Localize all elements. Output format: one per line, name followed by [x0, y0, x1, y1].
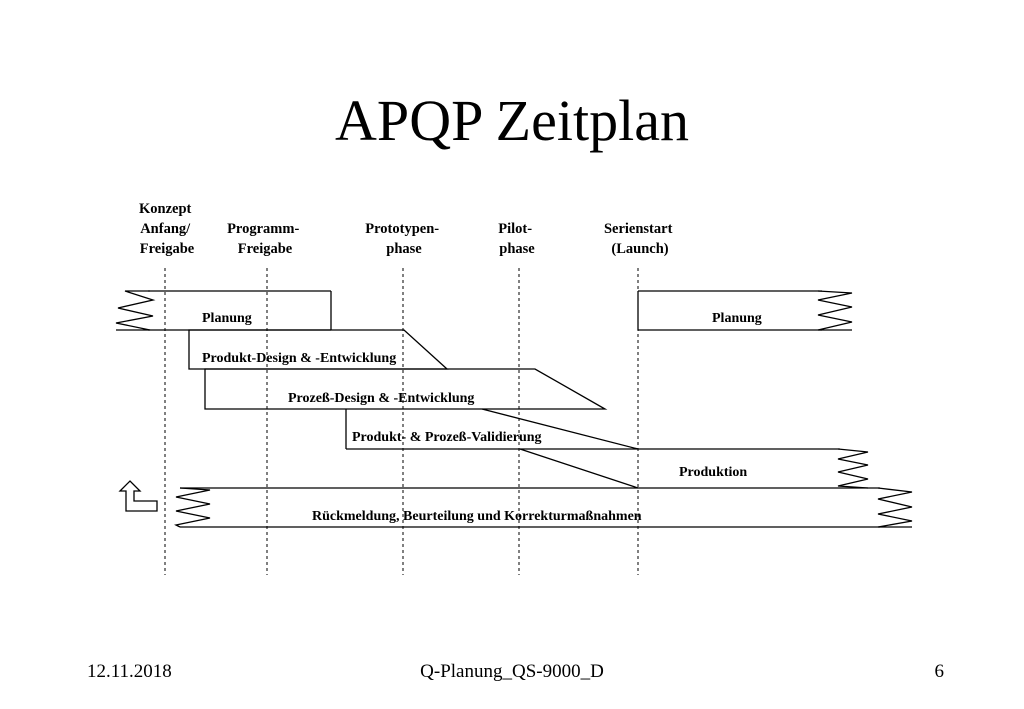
- phase-label-rueckmeldung: Rückmeldung, Beurteilung und Korrekturma…: [312, 509, 642, 524]
- phase-bar-rueckmeldung: [174, 487, 913, 528]
- phase-bar-produktion: [519, 448, 869, 489]
- phase-bar-prozess-design: [204, 368, 608, 410]
- milestone-label-pilot: Pilot- phase: [498, 221, 535, 257]
- phase-label-prozess-design: Prozeß-Design & -Entwicklung: [288, 391, 474, 406]
- zigzag-break-icon: [817, 290, 853, 331]
- footer-date: 12.11.2018: [87, 661, 172, 682]
- phase-label-planung-2: Planung: [712, 311, 762, 326]
- zigzag-break-icon: [174, 487, 211, 528]
- milestone-label-prototypen: Prototypen- phase: [365, 221, 442, 257]
- phase-bar-validierung: [345, 408, 639, 450]
- footer-page-number: 6: [934, 661, 945, 682]
- zigzag-break-icon: [877, 487, 913, 528]
- footer-title: Q-Planung_QS-9000_D: [420, 661, 604, 682]
- milestone-label-programm: Programm- Freigabe: [227, 221, 303, 257]
- phase-label-validierung: Produkt- & Prozeß-Validierung: [352, 430, 542, 445]
- milestone-label-konzept: Konzept Anfang/ Freigabe: [139, 201, 195, 257]
- milestone-label-serienstart: Serienstart (Launch): [604, 221, 676, 257]
- zigzag-break-icon: [115, 290, 156, 331]
- page-title: APQP Zeitplan: [335, 88, 689, 153]
- phase-label-planung-1: Planung: [202, 311, 252, 326]
- phase-label-produkt-design: Produkt-Design & -Entwicklung: [202, 351, 396, 366]
- phase-bar-planung-2: [637, 290, 853, 331]
- phase-label-produktion: Produktion: [679, 465, 747, 480]
- return-arrow-icon: [118, 480, 158, 512]
- zigzag-break-icon: [837, 448, 869, 489]
